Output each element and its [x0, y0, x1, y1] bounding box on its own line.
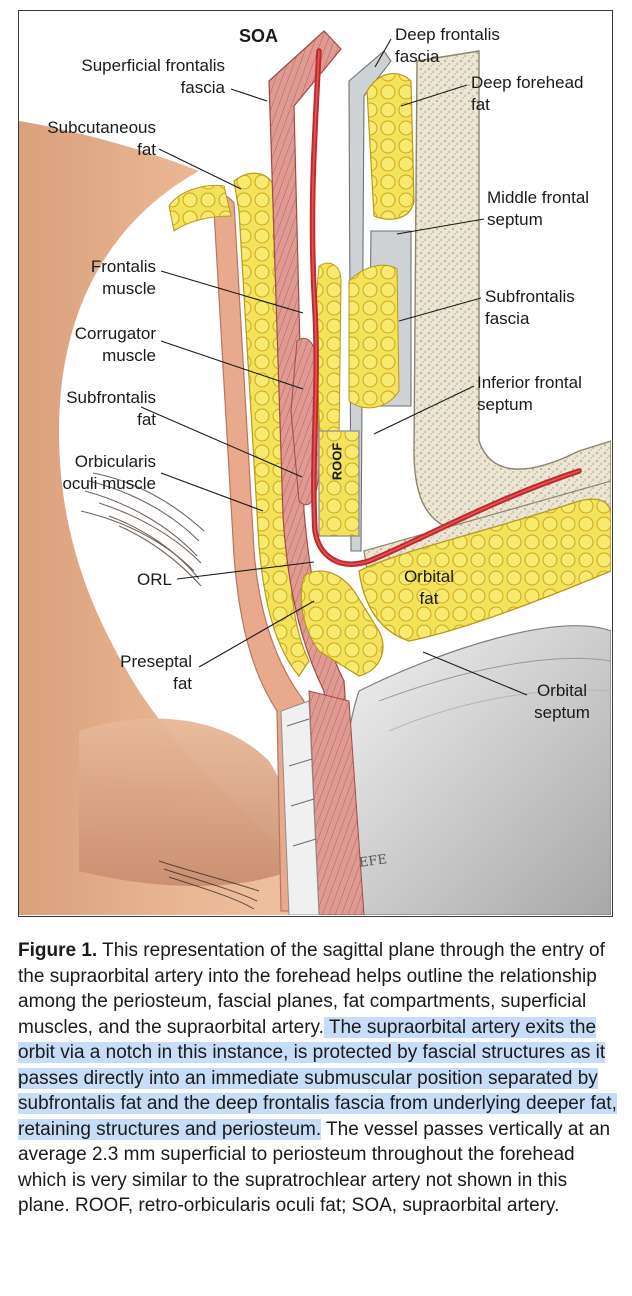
label-deep-frontalis-fascia-line2: fascia	[395, 47, 440, 66]
label-orbicularis-oculi-line2: oculi muscle	[62, 474, 156, 493]
label-frontalis-muscle: Frontalis muscle	[91, 256, 156, 300]
label-orbital-fat: Orbital fat	[399, 566, 459, 610]
figure-caption: Figure 1. This representation of the sag…	[18, 938, 618, 1219]
label-subcutaneous-fat: Subcutaneous fat	[47, 117, 156, 161]
label-subfrontalis-fat-line2: fat	[137, 410, 156, 429]
caption-text-part2: The vessel passes vertically at an avera…	[18, 1118, 611, 1217]
label-subfrontalis-fascia: Subfrontalis fascia	[485, 286, 575, 330]
face-skin	[19, 121, 319, 915]
preseptal-fat	[300, 570, 384, 677]
caption-figure-label: Figure 1.	[18, 940, 98, 961]
label-subcutaneous-fat-line2: fat	[137, 140, 156, 159]
label-subfrontalis-fat: Subfrontalis fat	[66, 387, 156, 431]
orbital-fat	[358, 498, 611, 642]
label-preseptal-fat-line2: fat	[173, 674, 192, 693]
label-orbital-septum: Orbital septum	[527, 680, 597, 724]
anatomical-illustration	[19, 30, 611, 915]
deep-forehead-fat	[366, 73, 415, 220]
label-orbicularis-oculi-line1: Orbicularis	[74, 452, 156, 471]
frontalis-muscle	[268, 30, 360, 912]
label-inferior-frontal-septum-line2: septum	[477, 395, 533, 414]
label-orbital-septum-line2: septum	[534, 703, 590, 722]
label-corrugator-muscle: Corrugator muscle	[75, 323, 156, 367]
label-roof: ROOF	[329, 442, 345, 481]
label-subcutaneous-fat-line1: Subcutaneous	[47, 118, 156, 137]
label-middle-frontal-septum-line1: Middle frontal	[487, 188, 590, 207]
label-inferior-frontal-septum-line1: Inferior frontal	[477, 373, 582, 392]
label-subfrontalis-fascia-line2: fascia	[485, 309, 530, 328]
label-deep-forehead-fat-line1: Deep forehead	[471, 73, 584, 92]
roof-fat	[318, 430, 360, 537]
figure-frame: SOA Superficial frontalis fascia Subcuta…	[18, 10, 613, 917]
label-corrugator-muscle-line1: Corrugator	[74, 324, 156, 343]
label-middle-frontal-septum-line2: septum	[487, 210, 543, 229]
label-deep-frontalis-fascia-line1: Deep frontalis	[395, 25, 500, 44]
label-superficial-frontalis-fascia-line2: fascia	[180, 78, 225, 97]
label-superficial-frontalis-fascia: Superficial frontalis fascia	[81, 55, 225, 99]
label-deep-forehead-fat-line2: fat	[471, 95, 490, 114]
subcutaneous-fat	[233, 172, 310, 678]
label-subfrontalis-fascia-line1: Subfrontalis	[485, 287, 575, 306]
label-orl: ORL	[137, 570, 172, 589]
label-preseptal-fat: Preseptal fat	[120, 651, 192, 695]
label-corrugator-muscle-line2: muscle	[102, 346, 156, 365]
label-inferior-frontal-septum: Inferior frontal septum	[477, 372, 582, 416]
label-orbital-fat-line2: fat	[419, 589, 439, 608]
skin-layer	[192, 191, 305, 912]
label-orbital-fat-line1: Orbital	[403, 567, 455, 586]
label-middle-frontal-septum: Middle frontal septum	[487, 187, 589, 231]
label-soa: SOA	[239, 26, 279, 46]
label-deep-forehead-fat: Deep forehead fat	[471, 72, 583, 116]
label-superficial-frontalis-fascia-line1: Superficial frontalis	[81, 56, 225, 75]
caption-text-part1: This representation of the sagittal plan…	[18, 940, 605, 1038]
label-orbital-septum-line1: Orbital	[536, 681, 588, 700]
label-frontalis-muscle-line1: Frontalis	[90, 257, 156, 276]
label-deep-frontalis-fascia: Deep frontalis fascia	[395, 24, 500, 68]
label-frontalis-muscle-line2: muscle	[102, 279, 156, 298]
leader-lines	[140, 38, 528, 696]
label-subfrontalis-fat-line1: Subfrontalis	[66, 388, 156, 407]
eyeball	[341, 625, 611, 915]
label-orbicularis-oculi-muscle: Orbicularis oculi muscle	[62, 451, 156, 495]
label-preseptal-fat-line1: Preseptal	[120, 652, 192, 671]
